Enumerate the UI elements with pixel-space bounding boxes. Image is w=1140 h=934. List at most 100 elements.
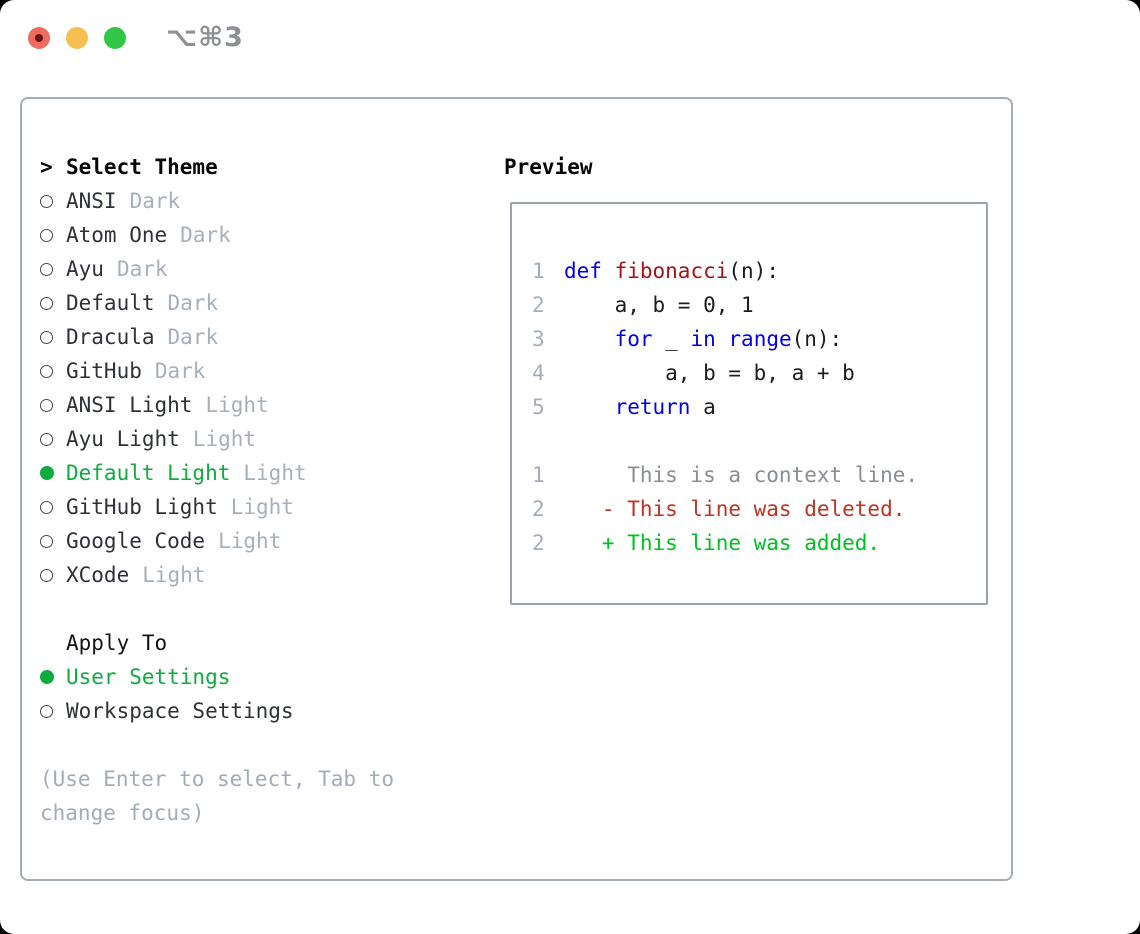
radio-unselected-icon (40, 296, 53, 310)
radio-unselected-icon (40, 704, 53, 718)
spacer (532, 424, 986, 458)
apply-to-list: User Settings Workspace Settings (40, 660, 394, 728)
token-plain (602, 259, 615, 283)
maximize-button[interactable] (104, 27, 126, 49)
line-number: 2 (532, 497, 545, 521)
theme-option-label: ANSI (66, 189, 117, 213)
token-plain (564, 395, 615, 419)
theme-option-tag: Light (243, 461, 307, 485)
line-number: 2 (532, 531, 545, 555)
theme-option[interactable]: Default Light Light (40, 456, 394, 490)
theme-option-tag: Light (218, 529, 282, 553)
theme-dialog: > Select Theme ANSI Dark Atom One Dark A… (20, 97, 1013, 881)
theme-option-label: Default Light (66, 461, 231, 485)
theme-option[interactable]: GitHub Light Light (40, 490, 394, 524)
theme-option-label: ANSI Light (66, 393, 193, 417)
theme-option-label: GitHub (66, 359, 142, 383)
theme-option[interactable]: Atom One Dark (40, 218, 394, 252)
token-plain: (n): (791, 327, 843, 351)
theme-option[interactable]: ANSI Light Light (40, 388, 394, 422)
close-button[interactable] (28, 27, 50, 49)
code-line: 3 for _ in range(n): (532, 322, 986, 356)
diff-text: This is a context line. (564, 463, 919, 487)
theme-list: ANSI Dark Atom One Dark Ayu Dark Default… (40, 184, 394, 592)
minimize-button[interactable] (66, 27, 88, 49)
line-number: 1 (532, 463, 545, 487)
spacer (40, 592, 394, 626)
token-kw: range (728, 327, 792, 351)
apply-to-option-label: User Settings (66, 665, 231, 689)
theme-option-tag: Light (192, 427, 257, 451)
theme-option[interactable]: XCode Light (40, 558, 394, 592)
theme-option-tag: Dark (167, 291, 219, 315)
token-kw: in (690, 327, 716, 351)
theme-option-tag: Dark (154, 359, 206, 383)
theme-option-tag: Dark (116, 257, 168, 281)
token-kw: def (564, 259, 602, 283)
token-fn: fibonacci (614, 259, 729, 283)
diff-line-context: 1 This is a context line. (532, 458, 986, 492)
diff-line-deleted: 2 - This line was deleted. (532, 492, 986, 526)
theme-option[interactable]: ANSI Dark (40, 184, 394, 218)
apply-to-option-label: Workspace Settings (66, 699, 294, 723)
token-kw: for (614, 327, 653, 351)
theme-option-label: Atom One (66, 223, 168, 247)
apply-to-heading: Apply To (66, 631, 168, 655)
theme-option-tag: Dark (180, 223, 231, 247)
radio-unselected-icon (40, 330, 53, 344)
select-theme-heading-row: > Select Theme (40, 150, 394, 184)
theme-option[interactable]: Ayu Light Light (40, 422, 394, 456)
window-title: ⌥⌘3 (166, 22, 244, 53)
theme-option-label: XCode (66, 563, 130, 587)
token-plain: a, b = b, a + b (564, 361, 855, 385)
spacer (40, 728, 394, 762)
line-number: 1 (532, 259, 545, 283)
radio-unselected-icon (40, 228, 53, 242)
line-number: 4 (532, 361, 545, 385)
apply-to-option[interactable]: User Settings (40, 660, 394, 694)
radio-unselected-icon (40, 500, 53, 514)
radio-unselected-icon (40, 398, 53, 412)
apply-to-heading-row: Apply To (40, 626, 394, 660)
theme-option[interactable]: Dracula Dark (40, 320, 394, 354)
theme-option[interactable]: GitHub Dark (40, 354, 394, 388)
radio-unselected-icon (40, 432, 53, 446)
hint-text: (Use Enter to select, Tab to change focu… (40, 762, 394, 830)
token-plain: a (690, 395, 716, 419)
theme-selector-column: > Select Theme ANSI Dark Atom One Dark A… (40, 150, 394, 830)
apply-to-option[interactable]: Workspace Settings (40, 694, 394, 728)
token-kw: return (614, 395, 691, 419)
theme-option-tag: Dark (129, 189, 181, 213)
prompt-chevron-icon: > (40, 155, 53, 179)
diff-text: - This line was deleted. (564, 497, 906, 521)
theme-option[interactable]: Google Code Light (40, 524, 394, 558)
theme-option-label: Google Code (66, 529, 206, 553)
line-number: 3 (532, 327, 545, 351)
token-plain (716, 327, 729, 351)
radio-unselected-icon (40, 568, 53, 582)
close-button-dot (35, 34, 43, 42)
titlebar: ⌥⌘3 (0, 0, 1140, 76)
theme-option-tag: Dark (167, 325, 219, 349)
hint-line-1: (Use Enter to select, Tab to (40, 767, 395, 791)
theme-option-label: Ayu (66, 257, 104, 281)
token-plain (564, 327, 615, 351)
radio-unselected-icon (40, 534, 53, 548)
theme-option-label: Ayu Light (66, 427, 180, 451)
theme-option-label: GitHub Light (66, 495, 218, 519)
radio-unselected-icon (40, 364, 53, 378)
theme-option-tag: Light (230, 495, 294, 519)
code-line: 4 a, b = b, a + b (532, 356, 986, 390)
code-line: 5 return a (532, 390, 986, 424)
theme-option-label: Default (66, 291, 155, 315)
theme-option[interactable]: Ayu Dark (40, 252, 394, 286)
radio-selected-icon (40, 466, 54, 480)
diff-preview: 1 This is a context line.2 - This line w… (532, 458, 986, 560)
preview-heading: Preview (504, 155, 593, 179)
theme-option[interactable]: Default Dark (40, 286, 394, 320)
hint-line-2: change focus) (40, 801, 205, 825)
radio-unselected-icon (40, 262, 53, 276)
